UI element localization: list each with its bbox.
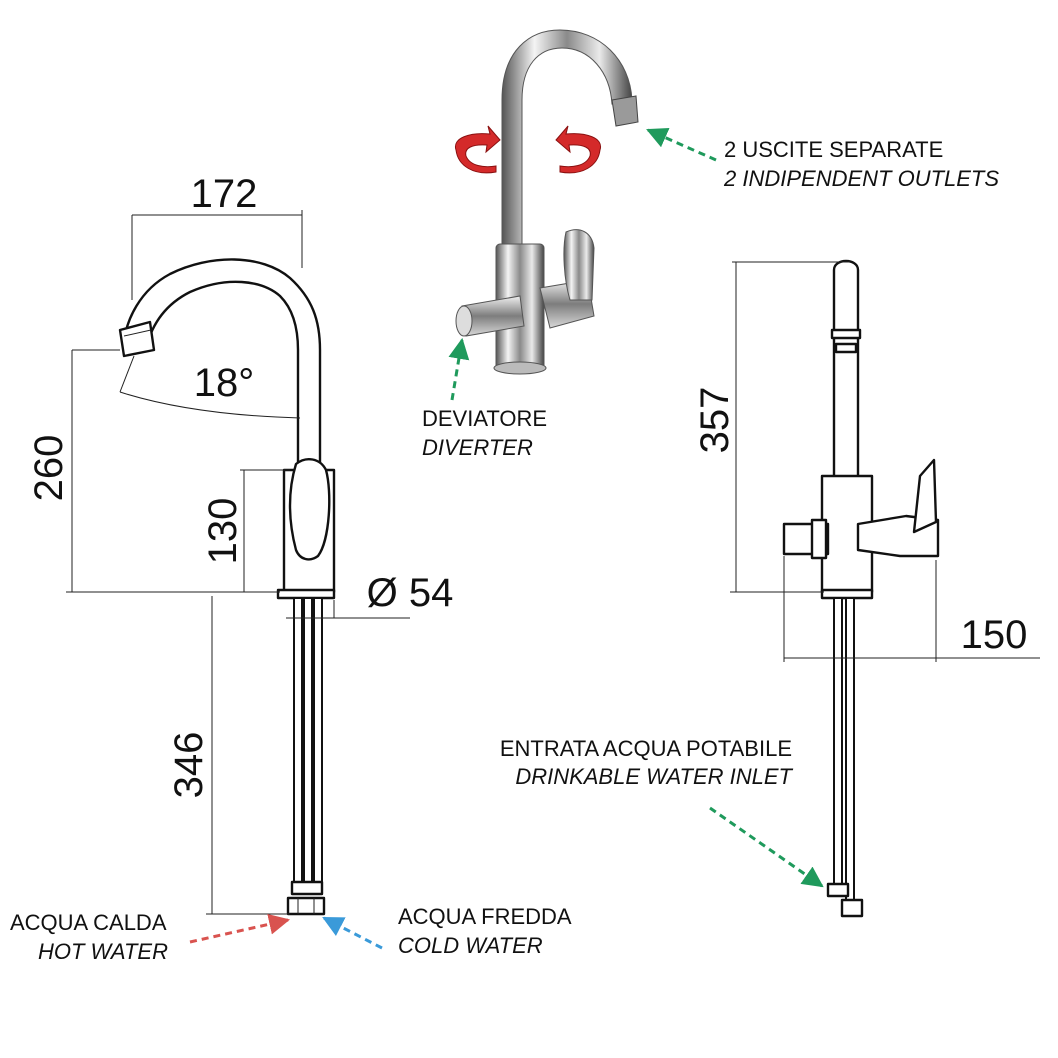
dim-body-height: 130	[201, 498, 245, 565]
label-cold-en: COLD WATER	[398, 933, 543, 958]
outlets-arrow	[646, 128, 717, 162]
center-faucet-photo	[455, 29, 639, 375]
dim-spout-angle: 18°	[194, 361, 255, 405]
left-dimension-lines	[66, 210, 410, 915]
label-outlets-en: 2 INDIPENDENT OUTLETS	[723, 166, 999, 191]
label-diverter-en: DIVERTER	[422, 435, 533, 460]
dim-spout-reach: 172	[191, 172, 258, 216]
rotate-right-icon	[555, 125, 602, 174]
right-dimension-lines	[730, 261, 1040, 662]
dim-spout-height: 260	[27, 435, 71, 502]
right-faucet-view	[782, 259, 940, 918]
diverter-arrow	[448, 337, 470, 401]
dim-total-height: 357	[693, 387, 737, 454]
label-diverter-it: DEVIATORE	[422, 406, 547, 431]
rotate-left-icon	[454, 125, 501, 174]
dim-base-diameter: Ø 54	[367, 571, 454, 615]
left-faucet-view	[118, 258, 336, 916]
dim-hose-length: 346	[167, 732, 211, 799]
label-hot-it: ACQUA CALDA	[10, 910, 167, 935]
label-cold-it: ACQUA FREDDA	[398, 904, 572, 929]
hot-water-arrow	[189, 913, 291, 944]
label-outlets-it: 2 USCITE SEPARATE	[724, 137, 943, 162]
drinkable-inlet-arrow	[709, 806, 824, 888]
cold-water-arrow	[322, 916, 383, 950]
label-hot-en: HOT WATER	[38, 939, 168, 964]
dim-side-depth: 150	[961, 613, 1028, 657]
label-drinkable-it: ENTRATA ACQUA POTABILE	[500, 736, 792, 761]
label-drinkable-en: DRINKABLE WATER INLET	[515, 764, 793, 789]
